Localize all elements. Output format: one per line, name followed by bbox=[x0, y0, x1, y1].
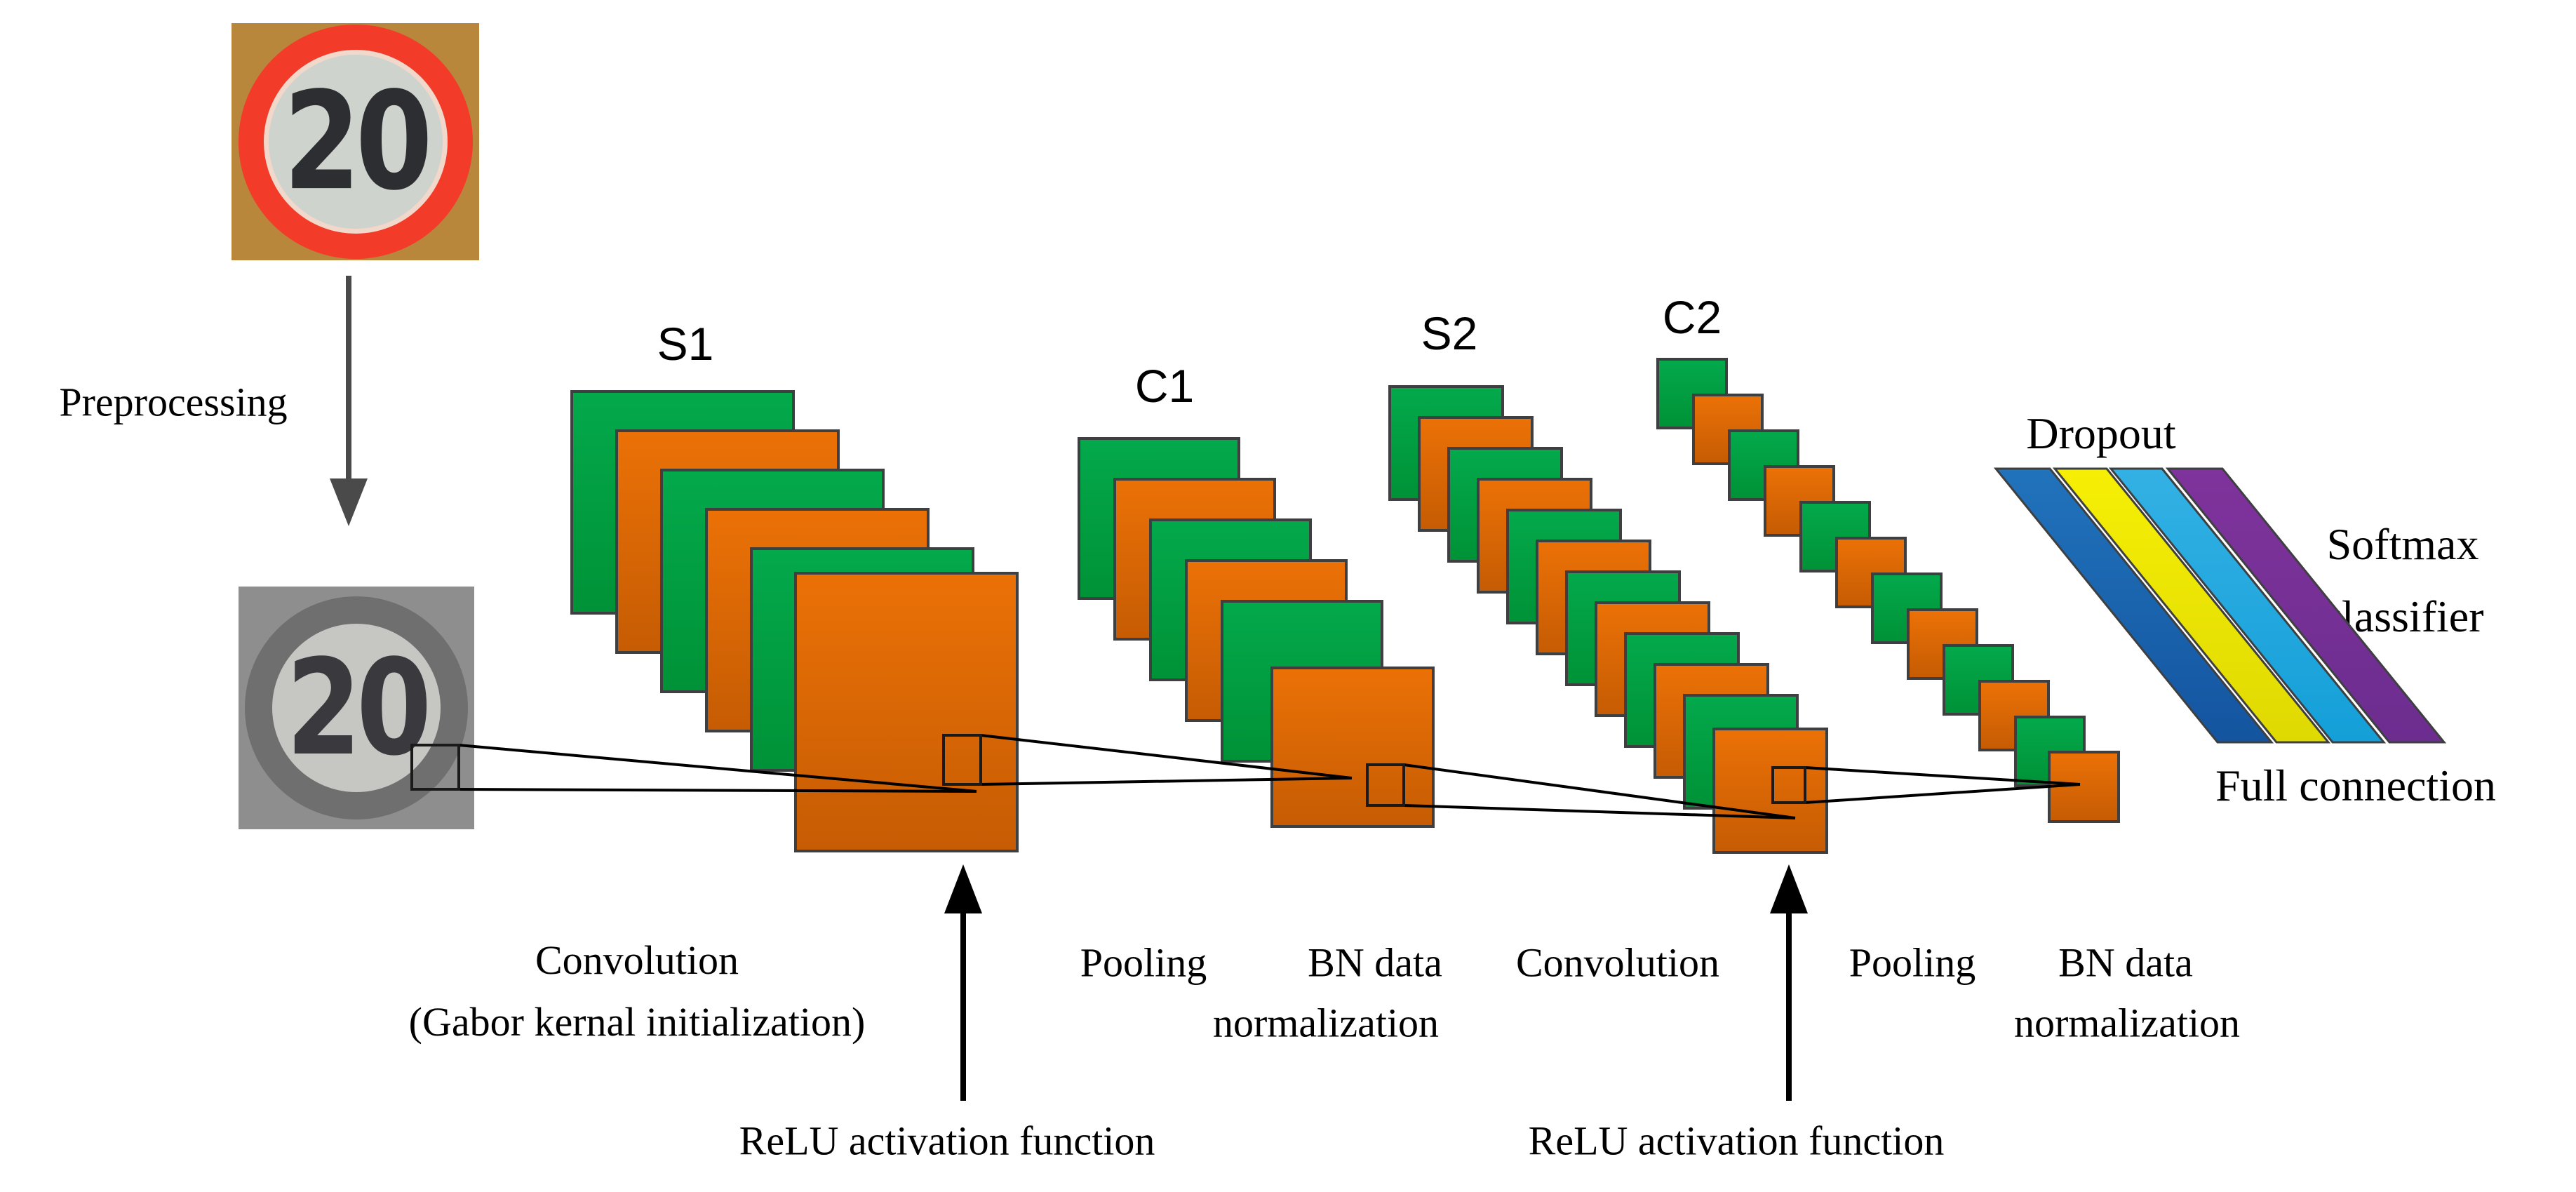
dropout-label: Dropout bbox=[2026, 408, 2176, 458]
input-image-grayscale-sign: 20 bbox=[239, 587, 474, 829]
dropout-stripe-yellow bbox=[2052, 467, 2331, 744]
convolution2-label: Convolution bbox=[1515, 939, 1720, 986]
softmax-classifier-label: Softmax classifier bbox=[2322, 508, 2484, 652]
gray-sign-digit: 20 bbox=[286, 631, 432, 785]
relu-arrow-head-icon bbox=[1770, 864, 1808, 913]
layer-label-c2: C2 bbox=[1662, 291, 1722, 343]
layer-label-s1: S1 bbox=[657, 318, 714, 370]
preprocessing-label: Preprocessing bbox=[59, 379, 288, 425]
relu1-label: ReLU activation function bbox=[739, 1118, 1155, 1164]
bn-normalization2-label: normalization bbox=[2013, 1000, 2241, 1046]
relu-arrow-head-icon bbox=[944, 864, 982, 913]
feature-map-front-square bbox=[1270, 667, 1435, 828]
convolution1-line2: (Gabor kernal initialization) bbox=[408, 999, 866, 1045]
feature-map-front-square bbox=[794, 572, 1019, 852]
softmax-line2: classifier bbox=[2321, 591, 2484, 641]
layer-label-c1: C1 bbox=[1134, 360, 1195, 412]
bn-data2-label: BN data bbox=[2058, 939, 2193, 986]
bn-data1-label: BN data bbox=[1308, 939, 1442, 986]
sign-face: 20 bbox=[263, 50, 448, 234]
bn-normalization1-label: normalization bbox=[1212, 1000, 1440, 1046]
gray-sign-face: 20 bbox=[272, 624, 441, 792]
input-image-color-sign: 20 bbox=[232, 23, 479, 260]
feature-map-front-square bbox=[1712, 728, 1828, 854]
convolution1-line1: Convolution bbox=[535, 937, 739, 983]
layer-label-s2: S2 bbox=[1421, 307, 1478, 359]
sign-digit: 20 bbox=[283, 62, 433, 220]
preprocessing-arrow-head-icon bbox=[330, 478, 368, 526]
softmax-line1: Softmax bbox=[2326, 519, 2479, 569]
sign-red-ring: 20 bbox=[238, 25, 473, 259]
full-connection-label: Full connection bbox=[2215, 761, 2496, 810]
gray-sign-ring: 20 bbox=[245, 596, 468, 819]
pooling1-label: Pooling bbox=[1080, 939, 1207, 986]
relu2-label: ReLU activation function bbox=[1528, 1118, 1945, 1164]
pooling2-label: Pooling bbox=[1849, 939, 1976, 986]
convolution1-label: Convolution (Gabor kernal initialization… bbox=[409, 930, 866, 1053]
feature-map-front-square bbox=[2048, 751, 2120, 823]
